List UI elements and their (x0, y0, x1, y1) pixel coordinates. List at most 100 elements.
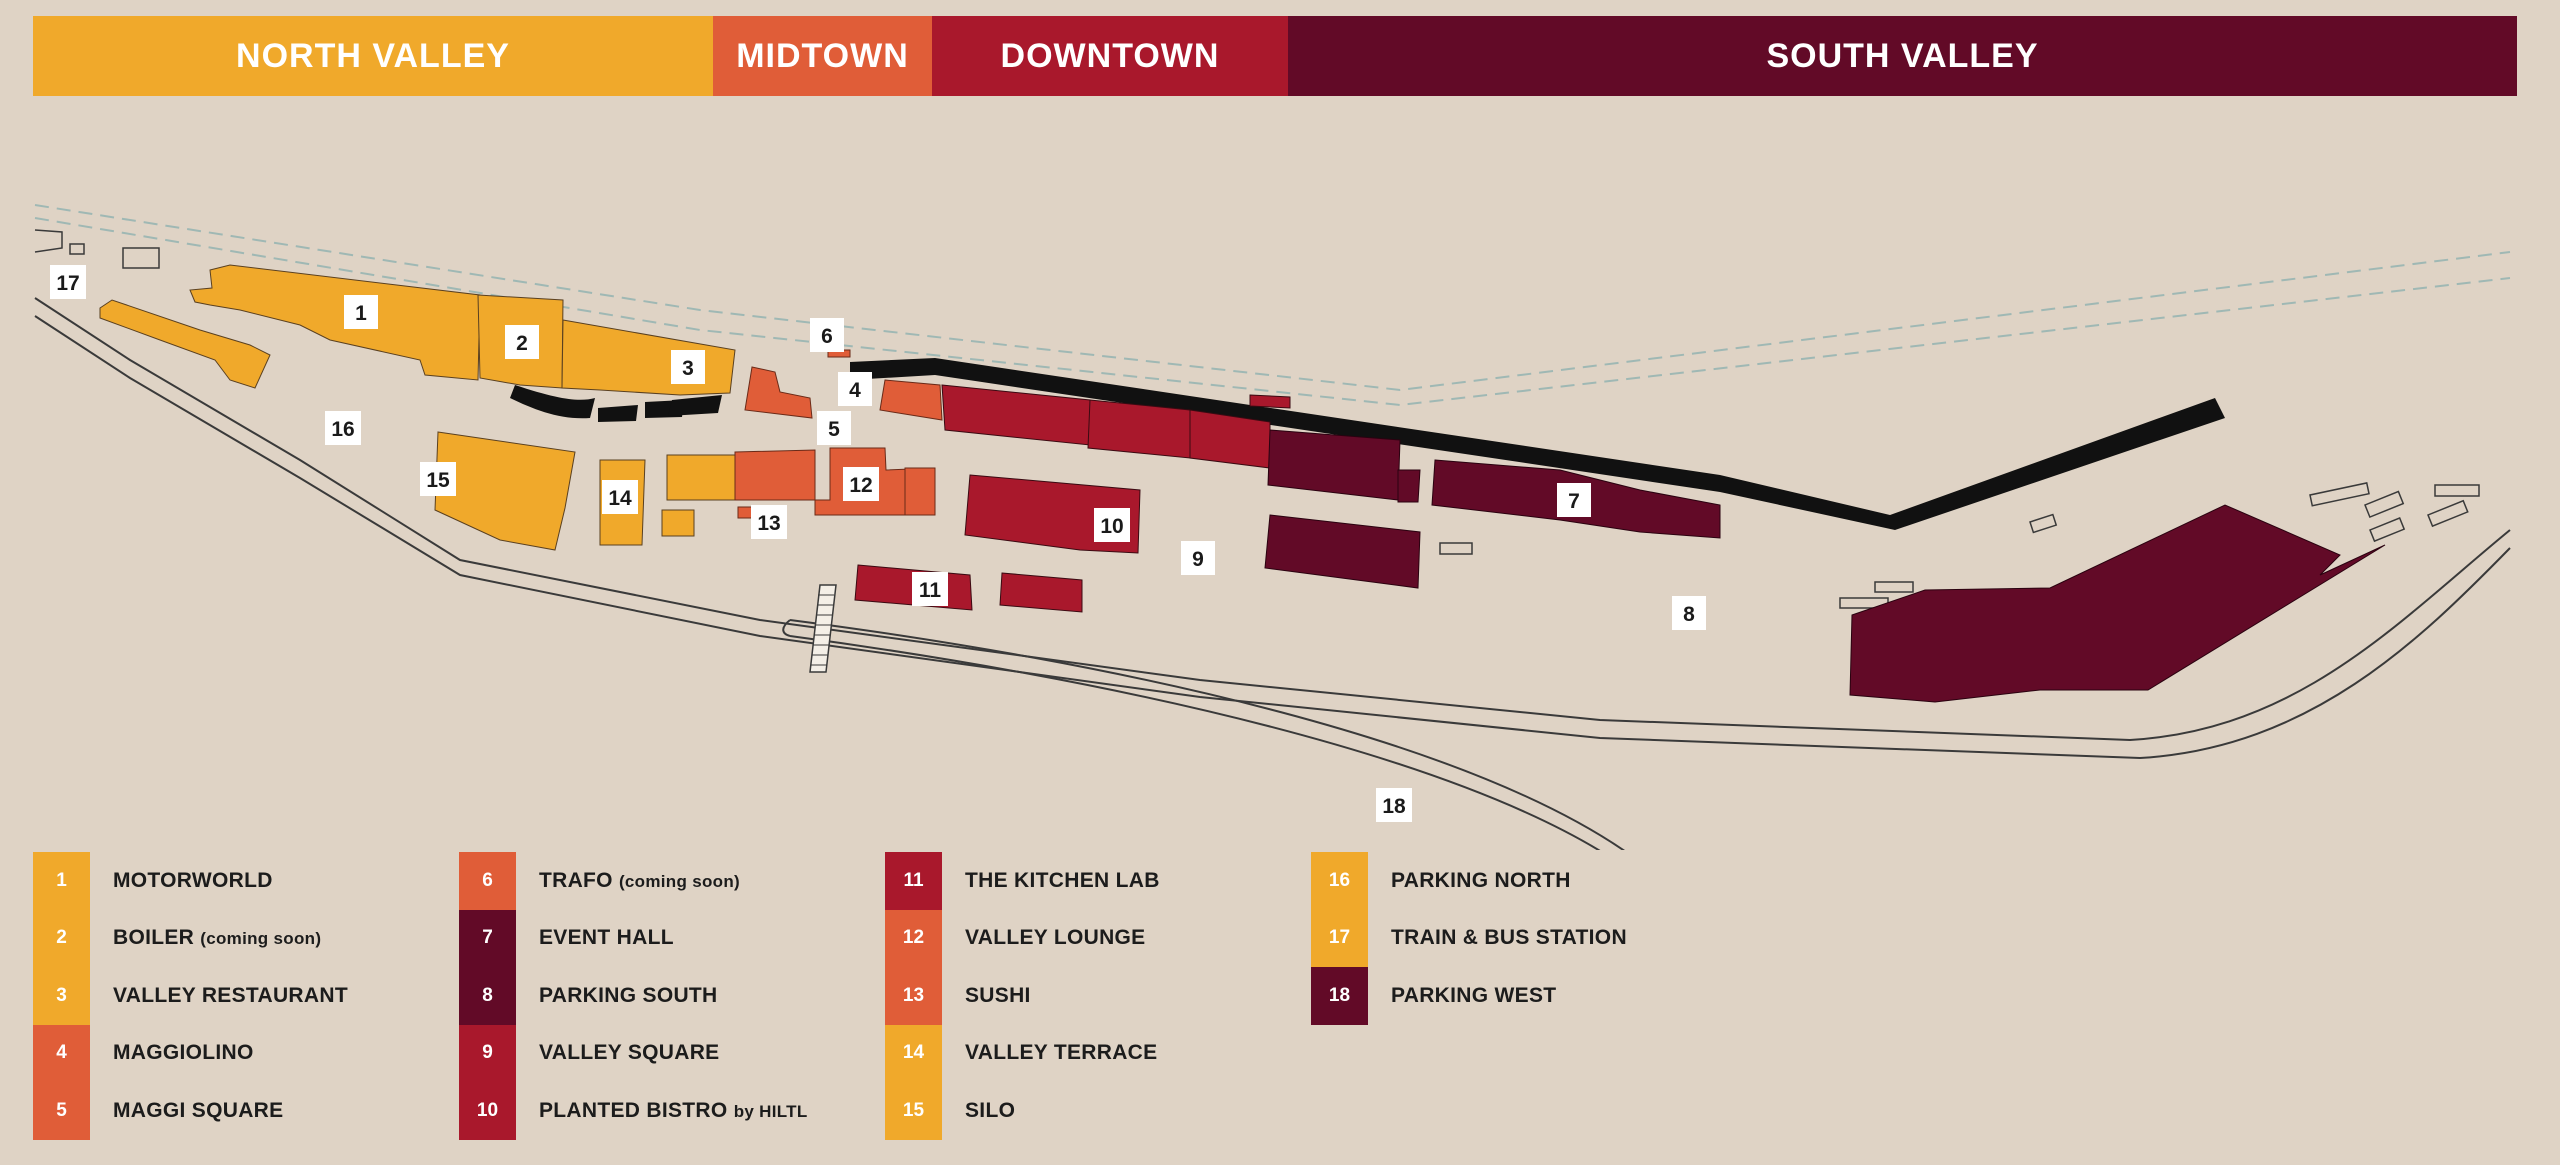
pin-17-number: 17 (56, 272, 79, 295)
pin-14-number: 14 (608, 487, 632, 510)
legend-label: PARKING WEST (1391, 983, 1557, 1007)
buildings-north-valley (99, 264, 736, 551)
legend-number: 12 (885, 909, 942, 967)
pin-11[interactable]: 11 (912, 572, 948, 606)
pin-11-number: 11 (919, 579, 942, 602)
legend-item-maggi-square[interactable]: 5 MAGGI SQUARE (33, 1082, 453, 1140)
legend-label: TRAIN & BUS STATION (1391, 926, 1627, 950)
legend-label: VALLEY LOUNGE (965, 926, 1146, 950)
legend-item-parking-west[interactable]: 18 PARKING WEST (1311, 967, 1731, 1025)
legend-note: (coming soon) (618, 871, 740, 891)
buildings-south-valley (1264, 429, 2386, 703)
zone-midtown[interactable]: MIDTOWN (713, 16, 932, 96)
legend-label: THE KITCHEN LAB (965, 868, 1160, 892)
pin-6-number: 6 (821, 325, 833, 348)
pin-13[interactable]: 13 (751, 505, 787, 539)
legend-number: 5 (33, 1082, 90, 1140)
pin-18[interactable]: 18 (1376, 788, 1412, 822)
pin-18-number: 18 (1382, 795, 1406, 818)
legend-item-silo[interactable]: 15 SILO (885, 1082, 1305, 1140)
legend-number: 15 (885, 1082, 942, 1140)
footbridge (809, 584, 837, 673)
legend-label: SILO (965, 1098, 1016, 1122)
legend-number: 11 (885, 852, 942, 910)
pin-2-number: 2 (516, 332, 528, 355)
pin-12[interactable]: 12 (843, 467, 879, 501)
legend-label: SUSHI (965, 983, 1031, 1007)
legend-number: 17 (1311, 909, 1368, 967)
zone-bar: NORTH VALLEY MIDTOWN DOWNTOWN SOUTH VALL… (33, 16, 2517, 96)
pin-15[interactable]: 15 (420, 462, 456, 496)
legend-label: PARKING SOUTH (539, 983, 718, 1007)
legend-label: VALLEY SQUARE (539, 1041, 720, 1065)
pin-3[interactable]: 3 (671, 350, 705, 384)
pin-14[interactable]: 14 (602, 480, 638, 514)
roads (34, 297, 2511, 850)
legend-item-parking-south[interactable]: 8 PARKING SOUTH (459, 967, 879, 1025)
zone-north-valley[interactable]: NORTH VALLEY (33, 16, 713, 96)
legend-number: 18 (1311, 967, 1368, 1025)
legend-label: PLANTED BISTRO (539, 1098, 728, 1122)
legend-item-valley-restaurant[interactable]: 3 VALLEY RESTAURANT (33, 967, 453, 1025)
pin-2[interactable]: 2 (505, 325, 539, 359)
legend-item-valley-lounge[interactable]: 12 VALLEY LOUNGE (885, 909, 1305, 967)
pin-17[interactable]: 17 (50, 265, 86, 299)
pin-7[interactable]: 7 (1557, 483, 1591, 517)
pin-8[interactable]: 8 (1672, 596, 1706, 630)
legend-number: 16 (1311, 852, 1368, 910)
legend-number: 2 (33, 909, 90, 967)
railway-lines (34, 204, 2511, 407)
pin-12-number: 12 (849, 474, 872, 497)
legend-number: 10 (459, 1082, 516, 1140)
pin-4[interactable]: 4 (838, 372, 872, 406)
pin-4-number: 4 (849, 379, 861, 402)
legend-number: 4 (33, 1024, 90, 1082)
pin-13-number: 13 (757, 512, 780, 535)
legend-label: TRAFO (539, 868, 613, 892)
legend-item-train-bus-station[interactable]: 17 TRAIN & BUS STATION (1311, 909, 1731, 967)
legend-item-kitchen-lab[interactable]: 11 THE KITCHEN LAB (885, 852, 1305, 910)
track-segments (510, 385, 722, 422)
elevated-track (850, 358, 2225, 530)
legend-label: MAGGI SQUARE (113, 1098, 284, 1122)
pin-8-number: 8 (1683, 603, 1695, 626)
legend-label: VALLEY RESTAURANT (113, 983, 348, 1007)
outline-structures (69, 243, 2480, 609)
zone-label: NORTH VALLEY (236, 36, 510, 75)
legend-number: 9 (459, 1024, 516, 1082)
pin-5[interactable]: 5 (817, 411, 851, 445)
pin-9[interactable]: 9 (1181, 541, 1215, 575)
legend-number: 3 (33, 967, 90, 1025)
legend-item-maggiolino[interactable]: 4 MAGGIOLINO (33, 1024, 453, 1082)
legend-label: MAGGIOLINO (113, 1041, 254, 1065)
legend-label: VALLEY TERRACE (965, 1041, 1158, 1065)
pin-10-number: 10 (1100, 515, 1123, 538)
site-map: 1 2 3 4 5 6 7 8 9 10 11 12 13 14 15 16 1… (34, 204, 2511, 850)
zone-downtown[interactable]: DOWNTOWN (932, 16, 1288, 96)
legend-item-valley-square[interactable]: 9 VALLEY SQUARE (459, 1024, 879, 1082)
legend-number: 8 (459, 967, 516, 1025)
zone-south-valley[interactable]: SOUTH VALLEY (1288, 16, 2517, 96)
pin-1[interactable]: 1 (344, 295, 378, 329)
pin-10[interactable]: 10 (1094, 508, 1130, 542)
pin-15-number: 15 (426, 469, 450, 492)
pin-5-number: 5 (828, 418, 840, 441)
legend-item-valley-terrace[interactable]: 14 VALLEY TERRACE (885, 1024, 1305, 1082)
legend-number: 14 (885, 1024, 942, 1082)
pin-1-number: 1 (355, 302, 367, 325)
zone-label: DOWNTOWN (1000, 36, 1220, 75)
pin-16[interactable]: 16 (325, 411, 361, 445)
pin-6[interactable]: 6 (810, 318, 844, 352)
legend-note: (coming soon) (200, 929, 322, 949)
